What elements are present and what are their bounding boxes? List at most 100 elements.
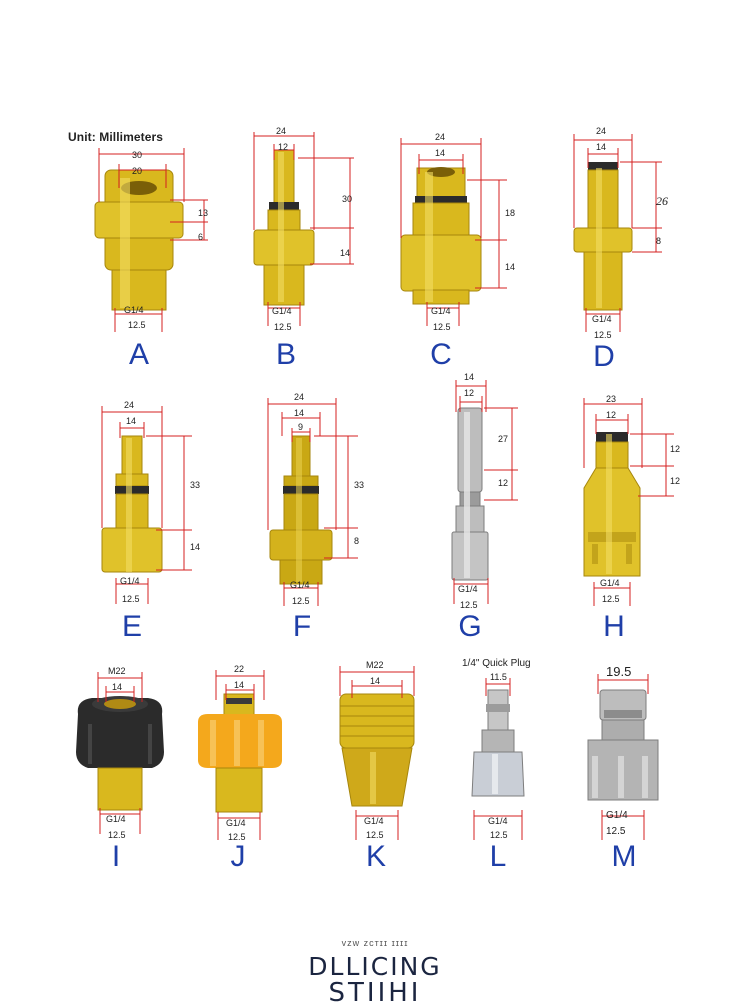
adapter-m-drawing [587,674,659,840]
dim-f-2: 9 [298,422,304,432]
dim-a-4: G1/4 [124,305,144,315]
dim-i-1: 14 [112,682,123,692]
adapter-l-drawing [471,678,525,840]
dim-a-1: 20 [132,166,143,176]
dim-h-0: 23 [606,394,617,404]
adapter-k: M22 14 G1/4 12.5 K [326,656,446,884]
adapter-letter-d: D [593,340,615,373]
adapter-f: 24 14 9 33 8 G1/4 12.5 F [262,392,392,650]
dim-c-2: 18 [505,208,516,218]
adapter-letter-l: L [489,840,507,873]
adapter-h: 23 12 12 12 G1/4 12.5 H [578,392,718,650]
dim-f-1: 14 [294,408,305,418]
unit-label: Unit: Millimeters [68,130,164,144]
adapter-j-drawing [198,670,282,840]
adapter-c-drawing [400,138,507,326]
dim-h-4: G1/4 [600,578,620,588]
dim-h-1: 12 [606,410,617,420]
dim-m-0: 19.5 [606,664,632,679]
dim-f-5: G1/4 [290,580,310,590]
dim-c-0: 24 [435,132,446,142]
dim-j-0: 22 [234,664,245,674]
adapter-letter-k: K [365,840,386,873]
adapter-letter-m: M [611,840,637,873]
adapter-i: M22 14 G1/4 12.5 I [68,664,188,884]
dim-i-2: G1/4 [106,814,126,824]
quick-plug-title: 1/4" Quick Plug [462,658,531,669]
dim-k-1: 14 [370,676,381,686]
adapter-letter-e: E [121,610,142,643]
dim-d-3: 8 [656,236,662,246]
adapter-g-drawing [451,380,518,604]
adapter-l: 1/4" Quick Plug 11.5 G1/4 12.5 L [462,656,592,884]
dim-j-2: G1/4 [226,818,246,828]
adapter-letter-g: G [458,610,482,643]
dim-d-0: 24 [596,126,607,136]
adapter-d: 24 14 26 8 G1/4 12.5 D [570,126,710,380]
dim-d-4: G1/4 [592,314,612,324]
footer-line-2: STIIHI [328,978,422,1008]
adapter-d-drawing [573,134,662,332]
adapter-f-drawing [267,398,358,606]
dim-e-2: 33 [190,480,201,490]
dim-b-3: 14 [340,248,351,258]
dim-a-0: 30 [132,150,143,160]
adapter-g: 14 12 27 12 G1/4 12.5 G [440,372,570,650]
dim-b-2: 30 [342,194,353,204]
adapter-letter-a: A [128,338,149,371]
dim-j-3: 12.5 [228,832,246,842]
dim-k-0: M22 [366,660,384,670]
adapter-a: 30 20 13 6 G1/4 12.5 A [90,140,220,380]
adapter-k-drawing [339,666,415,840]
adapter-a-drawing [94,148,208,332]
dim-m-2: 12.5 [606,826,626,837]
adapter-m: 19.5 G1/4 12.5 M [582,660,712,884]
footer-small-text: ᴠᴢᴡ ᴢᴄᴛɪɪ ɪɪɪɪ [341,938,409,948]
dim-e-0: 24 [124,400,135,410]
dim-b-4: G1/4 [272,306,292,316]
dim-b-0: 24 [276,126,287,136]
dim-a-2: 13 [198,208,209,218]
adapter-i-drawing [76,672,164,834]
dim-l-0: 11.5 [490,672,507,682]
dim-d-5: 12.5 [594,330,612,340]
dim-h-3: 12 [670,476,681,486]
adapter-letter-j: J [230,840,246,873]
dim-b-5: 12.5 [274,322,292,332]
adapter-letter-f: F [292,610,312,643]
dim-f-4: 8 [354,536,360,546]
dim-k-2: G1/4 [364,816,384,826]
dim-k-3: 12.5 [366,830,384,840]
dim-i-3: 12.5 [108,830,126,840]
dim-a-5: 12.5 [128,320,146,330]
dim-i-0: M22 [108,666,126,676]
adapter-j: 22 14 G1/4 12.5 J [188,660,308,884]
dim-e-5: 12.5 [122,594,140,604]
dim-d-1: 14 [596,142,607,152]
dim-c-1: 14 [435,148,446,158]
dim-h-2: 12 [670,444,681,454]
dim-e-4: G1/4 [120,576,140,586]
dim-l-1: G1/4 [488,816,508,826]
adapter-b-drawing [253,132,354,326]
dim-g-2: 27 [498,434,509,444]
dim-g-4: G1/4 [458,584,478,594]
dim-e-3: 14 [190,542,201,552]
dim-l-2: 12.5 [490,830,508,840]
adapter-h-drawing [583,398,674,606]
dim-f-3: 33 [354,480,365,490]
dim-g-5: 12.5 [460,600,478,610]
dim-f-0: 24 [294,392,305,402]
dim-e-1: 14 [126,416,137,426]
dim-d-2: 26 [656,194,668,208]
dim-b-1: 12 [278,142,289,152]
dim-g-3: 12 [498,478,509,488]
dim-a-3: 6 [198,232,204,242]
dim-f-6: 12.5 [292,596,310,606]
dim-h-5: 12.5 [602,594,620,604]
adapter-c: 24 14 18 14 G1/4 12.5 C [395,130,535,380]
dim-g-1: 12 [464,388,475,398]
dim-c-5: 12.5 [433,322,451,332]
adapter-letter-b: B [275,338,296,371]
adapter-e-drawing [101,406,192,604]
